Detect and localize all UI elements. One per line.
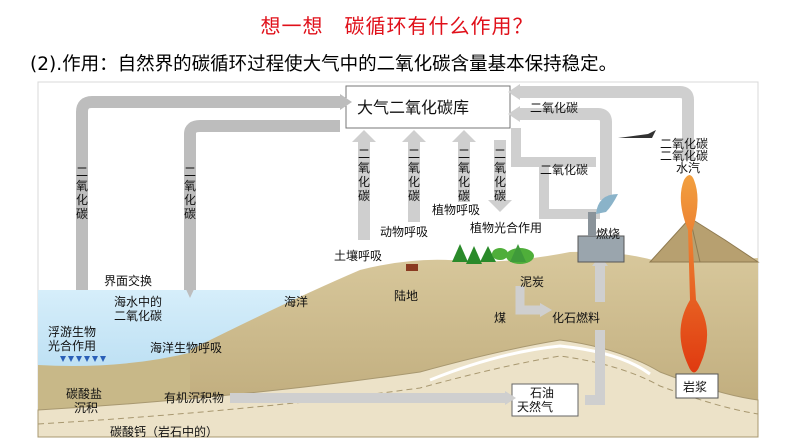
atmosphere-reservoir-box: [345, 85, 511, 129]
svg-text:氧: 氧: [76, 179, 88, 193]
co2-mid-right-label: 二氧化碳: [540, 163, 588, 177]
soil-respiration-arrowhead: [352, 130, 376, 142]
svg-text:二: 二: [184, 165, 196, 179]
plankton-arrows: [60, 356, 106, 362]
oil-up-arrow: [585, 330, 605, 405]
peat-label: 泥炭: [520, 275, 544, 289]
svg-text:碳: 碳: [358, 189, 370, 203]
fossil-fuel-label: 化石燃料: [552, 310, 600, 325]
seawater-co2-label-2: 二氧化碳: [114, 309, 162, 323]
svg-text:二: 二: [76, 165, 88, 179]
photosynthesis-co2-label: 二氧 化碳: [494, 147, 506, 203]
oil-gas-box: [511, 383, 579, 417]
co2-top-right-label: 二氧化碳: [530, 101, 578, 115]
magma-box: [675, 373, 719, 399]
combustion-co2-arrow: [520, 108, 612, 200]
volcano-gas-label-1: 二氧化碳: [660, 137, 708, 151]
svg-text:二: 二: [358, 147, 370, 161]
svg-text:氧: 氧: [358, 161, 370, 175]
combustion-co2-arrowhead: [508, 106, 520, 122]
svg-text:化: 化: [408, 175, 420, 189]
left-outer-loop-arrow: [76, 96, 340, 290]
oil-label: 石油: [530, 386, 554, 400]
function-statement: (2).作用：自然界的碳循环过程使大气中的二氧化碳含量基本保持稳定。: [30, 54, 618, 75]
left-inner-arrowhead: [184, 285, 196, 298]
sediment-to-oil-arrowhead: [505, 391, 516, 405]
animal-icon: [406, 264, 418, 271]
svg-text:二: 二: [408, 147, 420, 161]
volcano-co2-arrow: [520, 86, 694, 160]
photosynthesis-label: 植物光合作用: [470, 220, 542, 235]
svg-text:氧: 氧: [494, 161, 506, 175]
plankton-label-1: 浮游生物: [48, 325, 96, 339]
page-title: 想一想 碳循环有什么作用？: [260, 14, 534, 38]
left-inner-loop-arrow: [184, 120, 340, 290]
gas-label: 天然气: [517, 399, 553, 414]
atmosphere-reservoir-label: 大气二氧化碳库: [357, 98, 469, 117]
svg-text:化: 化: [458, 175, 470, 189]
magma-label: 岩浆: [683, 379, 707, 394]
volcano-co2-arrowhead: [508, 84, 520, 100]
photosynthesis-arrowhead: [488, 200, 512, 212]
soil-respiration-label: 土壤呼吸: [334, 248, 382, 263]
animal-co2-label: 二氧 化碳: [408, 147, 420, 203]
carbonate-label-1: 碳酸盐: [66, 386, 102, 401]
mountain: [648, 217, 760, 263]
left-co2-label-2: 二氧 化碳: [184, 165, 196, 221]
plant-respiration-arrow: [458, 140, 470, 202]
magma-plume: [680, 175, 708, 373]
svg-text:化: 化: [494, 175, 506, 189]
airplane-icon: [618, 130, 656, 138]
burning-label: 燃烧: [596, 226, 620, 241]
svg-text:化: 化: [76, 193, 88, 207]
carbonate-label-2: 沉积: [74, 401, 98, 415]
smoke-plume: [596, 194, 618, 214]
ocean-co2-arrow: [511, 128, 596, 167]
plant-respiration-arrowhead: [452, 130, 476, 142]
svg-text:碳: 碳: [458, 189, 470, 203]
left-co2-label-1: 二氧 化碳: [76, 165, 88, 221]
svg-text:二: 二: [458, 147, 470, 161]
plant-co2-label: 二氧 化碳: [458, 147, 470, 203]
oil-layer-line: [429, 344, 651, 382]
animal-respiration-label: 动物呼吸: [380, 225, 428, 239]
svg-text:碳: 碳: [184, 207, 196, 221]
plankton-label-2: 光合作用: [48, 338, 96, 353]
ocean-label: 海洋: [284, 294, 308, 309]
animal-respiration-arrow: [408, 140, 420, 222]
photosynthesis-arrow: [494, 140, 506, 202]
volcano-gas-label-2: 二氧化碳: [660, 149, 708, 163]
left-outer-arrowhead: [340, 94, 352, 110]
organic-sediment-label: 有机沉积物: [164, 391, 224, 405]
svg-text:氧: 氧: [408, 161, 420, 175]
animal-respiration-arrowhead: [402, 130, 426, 142]
coal-label: 煤: [494, 311, 506, 325]
interface-exchange-label: 界面交换: [104, 273, 152, 288]
svg-text:氧: 氧: [458, 161, 470, 175]
calcium-carbonate-label: 碳酸钙（岩石中的）: [110, 424, 218, 439]
svg-text:碳: 碳: [76, 207, 88, 221]
marine-respiration-label: 海洋生物呼吸: [150, 340, 222, 355]
factory-chimney: [588, 212, 596, 236]
svg-text:化: 化: [184, 193, 196, 207]
land-label: 陆地: [394, 288, 418, 303]
peat-coal-arrow: [515, 286, 542, 315]
soil-co2-label: 二氧 化碳: [358, 147, 370, 203]
burn-feed-arrow: [539, 162, 600, 219]
svg-text:二: 二: [494, 147, 506, 161]
plant-respiration-label: 植物呼吸: [432, 202, 480, 217]
coal-fossil-arrowhead: [540, 303, 552, 317]
svg-text:碳: 碳: [494, 189, 506, 203]
soil-respiration-arrow: [358, 140, 370, 240]
svg-text:化: 化: [358, 175, 370, 189]
volcano-gas-label-3: 水汽: [676, 160, 700, 175]
factory: [577, 235, 625, 263]
seawater-co2-label-1: 海水中的: [114, 294, 162, 309]
forest: [452, 244, 534, 264]
svg-text:氧: 氧: [184, 179, 196, 193]
svg-text:碳: 碳: [408, 189, 420, 203]
